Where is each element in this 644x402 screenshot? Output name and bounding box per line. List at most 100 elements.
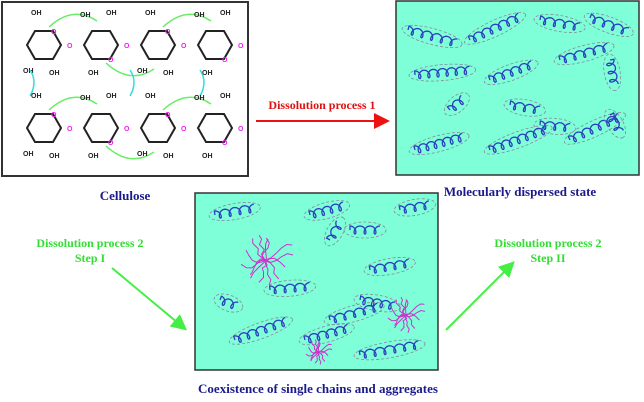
chain-coil <box>328 302 378 324</box>
aggregate-chain <box>404 313 420 321</box>
chain-coil <box>219 295 239 310</box>
polymer-chain <box>483 124 553 155</box>
coexistence-panel <box>194 192 439 371</box>
hydrogen-bond <box>48 13 98 28</box>
process-2-step-2-line1: Dissolution process 2 <box>494 236 602 250</box>
chain-aggregate <box>387 297 426 333</box>
ring-bond <box>82 30 120 60</box>
polymer-chain <box>324 216 346 247</box>
ring-oxygen-label: O <box>222 140 228 147</box>
ring-bond <box>196 30 234 60</box>
aggregate-chain <box>314 351 320 364</box>
chain-coil <box>608 112 624 132</box>
polymer-chain <box>263 279 317 297</box>
polymer-chain <box>408 131 470 156</box>
chain-coil <box>232 316 286 343</box>
aggregate-chain <box>390 307 406 318</box>
hydroxyl-label: OH <box>31 10 42 17</box>
polymer-chain <box>533 13 586 33</box>
chain-envelope <box>343 221 387 239</box>
aggregate-chain <box>400 314 408 332</box>
hydroxyl-label: OH <box>145 10 156 17</box>
polymer-chain <box>408 63 477 82</box>
process-2-step-2-line2: Step II <box>530 251 566 265</box>
hydrogen-bond <box>162 96 212 111</box>
aggregate-chain <box>404 314 410 333</box>
chain-envelope <box>553 41 615 66</box>
hydroxyl-label: OH <box>80 12 91 19</box>
chain-coil <box>308 201 343 219</box>
chain-coil <box>606 58 619 85</box>
dispersed-state-panel <box>395 0 640 176</box>
polymer-chain <box>298 323 355 346</box>
hydroxyl-label: OH <box>106 93 117 100</box>
arrow-process-2-step-2 <box>445 261 515 331</box>
process-2-step-1-label: Dissolution process 2 Step I <box>20 236 160 266</box>
polymer-chain <box>553 41 615 66</box>
chain-coil <box>398 200 430 214</box>
chain-coil <box>413 65 470 80</box>
hydroxyl-label: OH <box>23 68 34 75</box>
process-2-step-2-label: Dissolution process 2 Step II <box>478 236 618 266</box>
hydroxyl-label: OH <box>49 153 60 160</box>
chain-coil <box>446 94 464 112</box>
hydroxyl-label: OH <box>202 153 213 160</box>
chain-coil <box>368 258 409 274</box>
ring-oxygen-label: O <box>165 112 171 119</box>
hydroxyl-label: OH <box>137 68 148 75</box>
ring-oxygen-label: O <box>108 140 114 147</box>
chain-envelope <box>603 53 622 91</box>
chain-aggregate <box>305 339 333 365</box>
chain-envelope <box>604 108 626 139</box>
hydroxyl-label: OH <box>49 70 60 77</box>
hydroxyl-label: OH <box>202 70 213 77</box>
glycosidic-oxygen-label: O <box>67 126 73 133</box>
ring-oxygen-label: O <box>51 112 57 119</box>
chain-coil <box>407 25 458 47</box>
glycosidic-oxygen-label: O <box>124 43 130 50</box>
single-chains-dispersed <box>401 12 634 156</box>
polymer-chain <box>228 316 293 345</box>
chain-coil <box>349 225 381 235</box>
polymer-chain <box>443 92 470 117</box>
polymer-chain <box>603 53 622 91</box>
chain-coil <box>487 125 546 153</box>
process-1-label: Dissolution process 1 <box>268 98 376 112</box>
polymer-chain <box>583 12 634 37</box>
aggregate-chain <box>245 249 266 264</box>
polymer-chain <box>563 112 626 145</box>
hydroxyl-label: OH <box>194 95 205 102</box>
hydroxyl-label: OH <box>163 70 174 77</box>
polymer-chain <box>323 301 385 326</box>
aggregate-chain <box>240 259 266 269</box>
chain-coil <box>325 220 342 241</box>
polymer-chain <box>533 117 577 135</box>
hydroxyl-label: OH <box>106 10 117 17</box>
chain-envelope <box>533 13 586 33</box>
coexistence-label: Coexistence of single chains and aggrega… <box>198 381 438 396</box>
polymer-chain <box>503 98 546 117</box>
single-chains-and-aggregates <box>208 198 436 365</box>
process-2-step-1-line1: Dissolution process 2 <box>36 236 144 250</box>
hydroxyl-label: OH <box>80 95 91 102</box>
aggregate-chain <box>264 259 272 286</box>
chain-envelope <box>263 279 317 297</box>
chain-envelope <box>483 124 553 155</box>
arrow-process-2-step-1 <box>111 267 188 331</box>
hydrogen-bond <box>105 145 155 160</box>
hydrogen-bond <box>48 96 98 111</box>
hydrogen-bond <box>162 13 212 28</box>
chain-envelope <box>503 98 546 117</box>
ring-bond <box>25 113 63 143</box>
hydroxyl-label: OH <box>31 93 42 100</box>
hydroxyl-label: OH <box>163 153 174 160</box>
hydroxyl-label: OH <box>137 151 148 158</box>
polymer-chain <box>353 339 426 361</box>
chain-envelope <box>563 112 626 145</box>
